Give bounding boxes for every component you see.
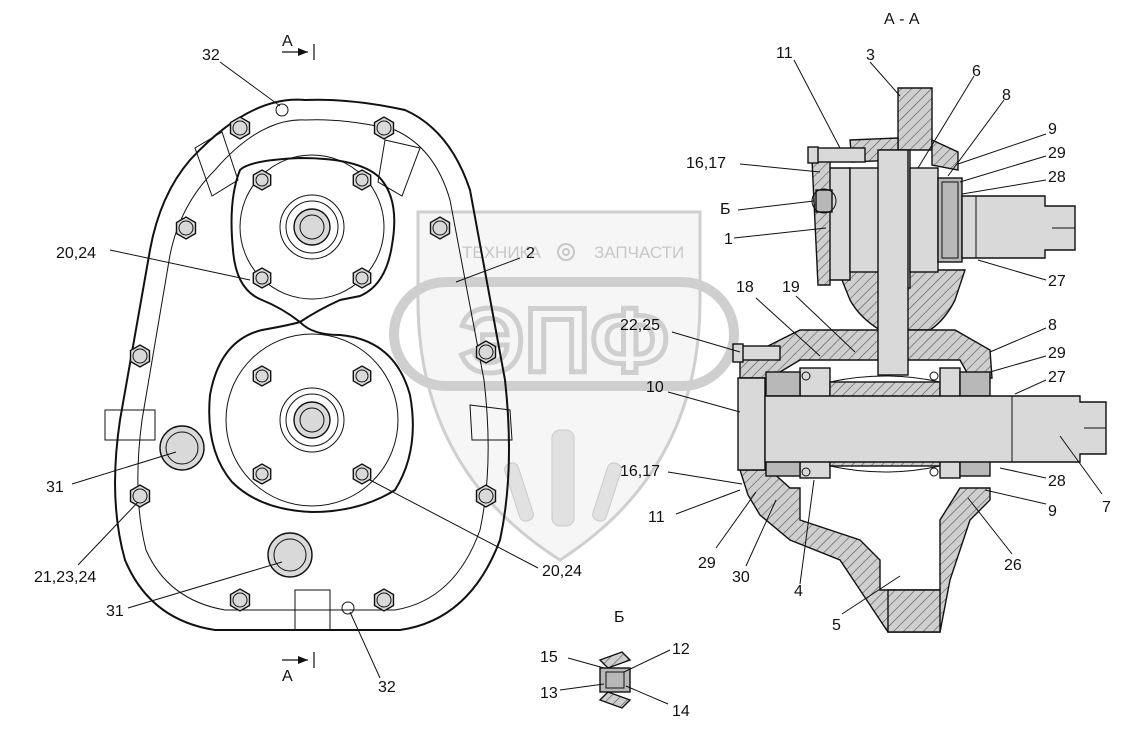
label-27-bottom: 27 — [1048, 369, 1066, 386]
label-2: 2 — [526, 245, 535, 262]
hex-bolt-head — [478, 344, 494, 360]
label-11-bottom: 11 — [648, 509, 665, 526]
label-31-bottom: 31 — [106, 603, 124, 620]
watermark-text-right: ЗАПЧАСТИ — [594, 243, 684, 262]
label-4: 4 — [794, 583, 803, 600]
label-29-bottom: 29 — [698, 555, 716, 572]
section-mark-bottom: А — [282, 652, 315, 685]
label-32-bottom: 32 — [378, 679, 396, 696]
label-10: 10 — [646, 379, 664, 396]
label-29-mid: 29 — [1048, 345, 1066, 362]
hex-bolt-head — [178, 220, 194, 236]
hex-bolt-head — [255, 467, 269, 481]
label-9-bottom: 9 — [1048, 503, 1057, 520]
hex-bolt-head — [132, 348, 148, 364]
label-20-24-top: 20,24 — [56, 245, 96, 262]
hex-bolt-head — [355, 271, 369, 285]
hex-bolt-head — [355, 369, 369, 383]
label-22-25: 22,25 — [620, 317, 660, 334]
hex-bolt — [252, 463, 272, 485]
plug-31-bottom — [267, 532, 313, 578]
watermark: ЭПФ ТЕХНИКА ЗАПЧАСТИ — [389, 210, 739, 562]
hex-bolt-head — [255, 271, 269, 285]
hex-bolt-head — [232, 592, 248, 608]
hex-bolt — [252, 267, 272, 289]
label-15: 15 — [540, 649, 558, 666]
hex-bolt-head — [232, 120, 248, 136]
section-mark-top-label: А — [282, 33, 293, 50]
label-28-bottom: 28 — [1048, 473, 1066, 490]
hex-bolt — [352, 463, 372, 485]
label-7: 7 — [1102, 499, 1111, 516]
label-31-left: 31 — [46, 479, 64, 496]
section-mark-bottom-label: А — [282, 668, 293, 685]
label-26: 26 — [1004, 557, 1022, 574]
hex-bolt — [352, 267, 372, 289]
label-12: 12 — [672, 641, 690, 658]
section-title: А - А — [884, 11, 920, 28]
label-18: 18 — [736, 279, 754, 296]
hex-bolt-head — [132, 488, 148, 504]
hex-bolt-head — [478, 488, 494, 504]
hex-bolt — [352, 169, 372, 191]
label-19: 19 — [782, 279, 800, 296]
pin-32-bottom — [341, 601, 355, 615]
label-1: 1 — [724, 231, 733, 248]
plug-31-left — [159, 425, 205, 471]
hex-bolt — [252, 169, 272, 191]
front-bolts — [129, 116, 497, 612]
watermark-logo: ЭПФ — [459, 290, 669, 392]
hex-bolt-head — [355, 173, 369, 187]
label-30: 30 — [732, 569, 750, 586]
label-9-top: 9 — [1048, 121, 1057, 138]
detail-view-b: Б 15 12 13 14 — [540, 609, 690, 720]
hex-bolt-head — [432, 220, 448, 236]
hex-bolt — [252, 365, 272, 387]
label-11-top: 11 — [776, 45, 793, 62]
label-3: 3 — [866, 47, 875, 64]
label-28-top: 28 — [1048, 169, 1066, 186]
section-view: А - А — [620, 11, 1111, 634]
label-27-top: 27 — [1048, 273, 1066, 290]
detail-title: Б — [614, 609, 625, 626]
label-16-17-bottom: 16,17 — [620, 463, 660, 480]
label-8-top: 8 — [1002, 87, 1011, 104]
label-21-23-24: 21,23,24 — [34, 569, 96, 586]
label-32-top: 32 — [202, 47, 220, 64]
hex-bolt-head — [255, 173, 269, 187]
label-5: 5 — [832, 617, 841, 634]
label-6: 6 — [972, 63, 981, 80]
label-8-bottom: 8 — [1048, 317, 1057, 334]
label-b-callout: Б — [720, 201, 731, 218]
front-view: А А 32 20,24 2 31 21,23,24 31 20,24 32 — [34, 33, 582, 696]
label-13: 13 — [540, 685, 558, 702]
hex-bolt-head — [255, 369, 269, 383]
lower-flange — [208, 320, 414, 514]
upper-flange — [230, 156, 396, 324]
gear-icon — [557, 243, 575, 261]
hex-bolt-head — [376, 592, 392, 608]
section-mark-top: А — [282, 33, 315, 60]
hex-bolt — [352, 365, 372, 387]
pin-32-top — [275, 103, 289, 117]
label-14: 14 — [672, 703, 690, 720]
label-16-17-top: 16,17 — [686, 155, 726, 172]
hex-bolt-head — [355, 467, 369, 481]
hex-bolt-head — [376, 120, 392, 136]
label-29-top: 29 — [1048, 145, 1066, 162]
label-20-24-bottom: 20,24 — [542, 563, 582, 580]
